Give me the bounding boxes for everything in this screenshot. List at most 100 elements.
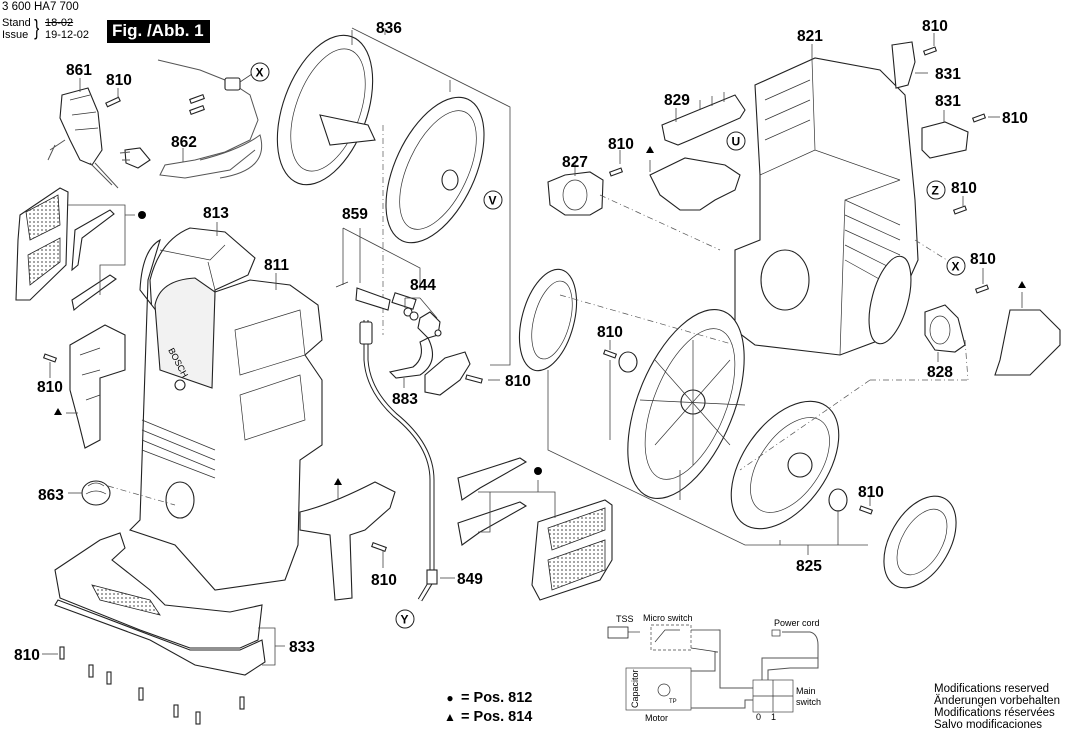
part-862-power-cord (119, 59, 262, 179)
legend-circle-row: ● = Pos. 812 (443, 689, 532, 708)
callout-810: 810 (951, 180, 977, 197)
callout-863: 863 (38, 487, 64, 504)
tp-label: TP (669, 699, 677, 705)
revision-dates: 18-02 19-12-02 (45, 17, 89, 41)
power-cord-label: Power cord (774, 618, 820, 628)
screw-810 (105, 88, 121, 108)
part-831-end-cap-top (891, 33, 938, 89)
issue-label: Issue (2, 29, 29, 41)
legend-circle-text: = Pos. 812 (461, 690, 533, 706)
callout-810: 810 (922, 18, 948, 35)
part-825-wheel-right (730, 400, 957, 589)
callout-859: 859 (342, 206, 368, 223)
assembly-lines (559, 239, 968, 471)
part-849-high-pressure-hose (359, 320, 455, 602)
callout-810: 810 (858, 484, 884, 501)
callout-810: 810 (970, 251, 996, 268)
tss-label: TSS (616, 614, 634, 624)
stand-date: 18-02 (45, 17, 74, 29)
callout-861: 861 (66, 62, 92, 79)
part-833-base (42, 532, 285, 725)
callout-849: 849 (457, 571, 483, 588)
callout-862: 862 (171, 134, 197, 151)
callout-825: 825 (796, 558, 822, 575)
circle-marker (138, 211, 146, 219)
part-863-knob (68, 480, 176, 506)
circle-marker (534, 467, 542, 475)
part-883-hose-elbow (388, 337, 434, 388)
legend-triangle-row: ▲ = Pos. 814 (443, 708, 532, 727)
callout-844: 844 (410, 277, 436, 294)
callout-810: 810 (505, 373, 531, 390)
callout-810: 810 (597, 324, 623, 341)
callout-810: 810 (608, 136, 634, 153)
callout-810: 810 (371, 572, 397, 589)
pump-cover (649, 157, 741, 211)
svg-text:Z: Z (932, 184, 939, 198)
part-859-connector (335, 227, 421, 321)
callout-833: 833 (289, 639, 315, 656)
callout-811: 811 (264, 257, 289, 274)
svg-text:Y: Y (401, 613, 409, 627)
triangle-marker (646, 146, 654, 153)
brace-symbol: } (34, 15, 40, 40)
wiring-diagram: TSS Micro switch Capacitor TP Motor Main… (607, 613, 821, 723)
reference-marker-u: U (726, 131, 746, 151)
micro-switch (650, 624, 692, 651)
svg-text:U: U (732, 135, 741, 149)
outlet-cover (994, 292, 1061, 376)
modifications-en: Modifications reserved (934, 683, 1050, 695)
reference-marker-x-2: X (946, 256, 966, 276)
vent-cover-assembly-right (457, 457, 613, 601)
side-cover-left (42, 324, 126, 449)
motor-symbol (657, 683, 671, 697)
callout-810: 810 (1002, 110, 1028, 127)
part-861-switch-module (47, 78, 119, 189)
svg-text:X: X (952, 260, 960, 274)
switch-position-0: 0 (756, 712, 761, 722)
tss-sensor (607, 626, 629, 639)
screw-810 (974, 284, 990, 294)
part-844-fitting (404, 297, 442, 339)
callout-828: 828 (927, 364, 953, 381)
part-825-wheel-left (518, 268, 746, 499)
issue-date: 19-12-02 (45, 29, 90, 41)
capacitor-label: Capacitor (630, 669, 640, 708)
main-switch-label-2: switch (796, 697, 821, 707)
part-836-hose-reel (276, 27, 511, 366)
callout-831: 831 (935, 66, 961, 83)
stand-issue-labels: Stand Issue (2, 17, 31, 41)
callout-836: 836 (376, 20, 402, 37)
part-821-motor-housing (734, 44, 919, 356)
callout-labels: 836 821 810 831 831 810 810 810 828 829 … (14, 18, 1028, 664)
plug-symbol (771, 629, 781, 637)
micro-switch-label: Micro switch (643, 613, 693, 623)
reference-marker-v: V (483, 190, 503, 210)
main-switch-label: Main (796, 686, 816, 696)
motor-label: Motor (645, 713, 668, 723)
callout-810: 810 (14, 647, 40, 664)
part-831-end-cap-side (921, 110, 1000, 159)
callout-827: 827 (562, 154, 588, 171)
part-827-pump-inlet (547, 150, 721, 251)
handle-insert (299, 481, 396, 601)
screw-810 (952, 205, 968, 215)
reference-marker-x: X (250, 62, 270, 82)
part-811-housing-front: BOSCH (128, 238, 323, 591)
callout-810: 810 (37, 379, 63, 396)
triangle-marker (334, 478, 342, 485)
figure-title: Fig. /Abb. 1 (107, 20, 210, 43)
callout-821: 821 (797, 28, 823, 45)
modifications-de: Änderungen vorbehalten (934, 695, 1060, 707)
modifications-es: Salvo modificaciones (934, 719, 1043, 731)
callout-810: 810 (106, 72, 132, 89)
callout-883: 883 (392, 391, 418, 408)
svg-text:X: X (256, 66, 264, 80)
switch-position-1: 1 (771, 712, 776, 722)
callout-831: 831 (935, 93, 961, 110)
reference-marker-y: Y (395, 609, 415, 629)
vent-cover-assembly-left (15, 187, 135, 312)
circle-symbol: ● (446, 691, 454, 705)
legend: ● = Pos. 812 ▲ = Pos. 814 (443, 689, 532, 727)
